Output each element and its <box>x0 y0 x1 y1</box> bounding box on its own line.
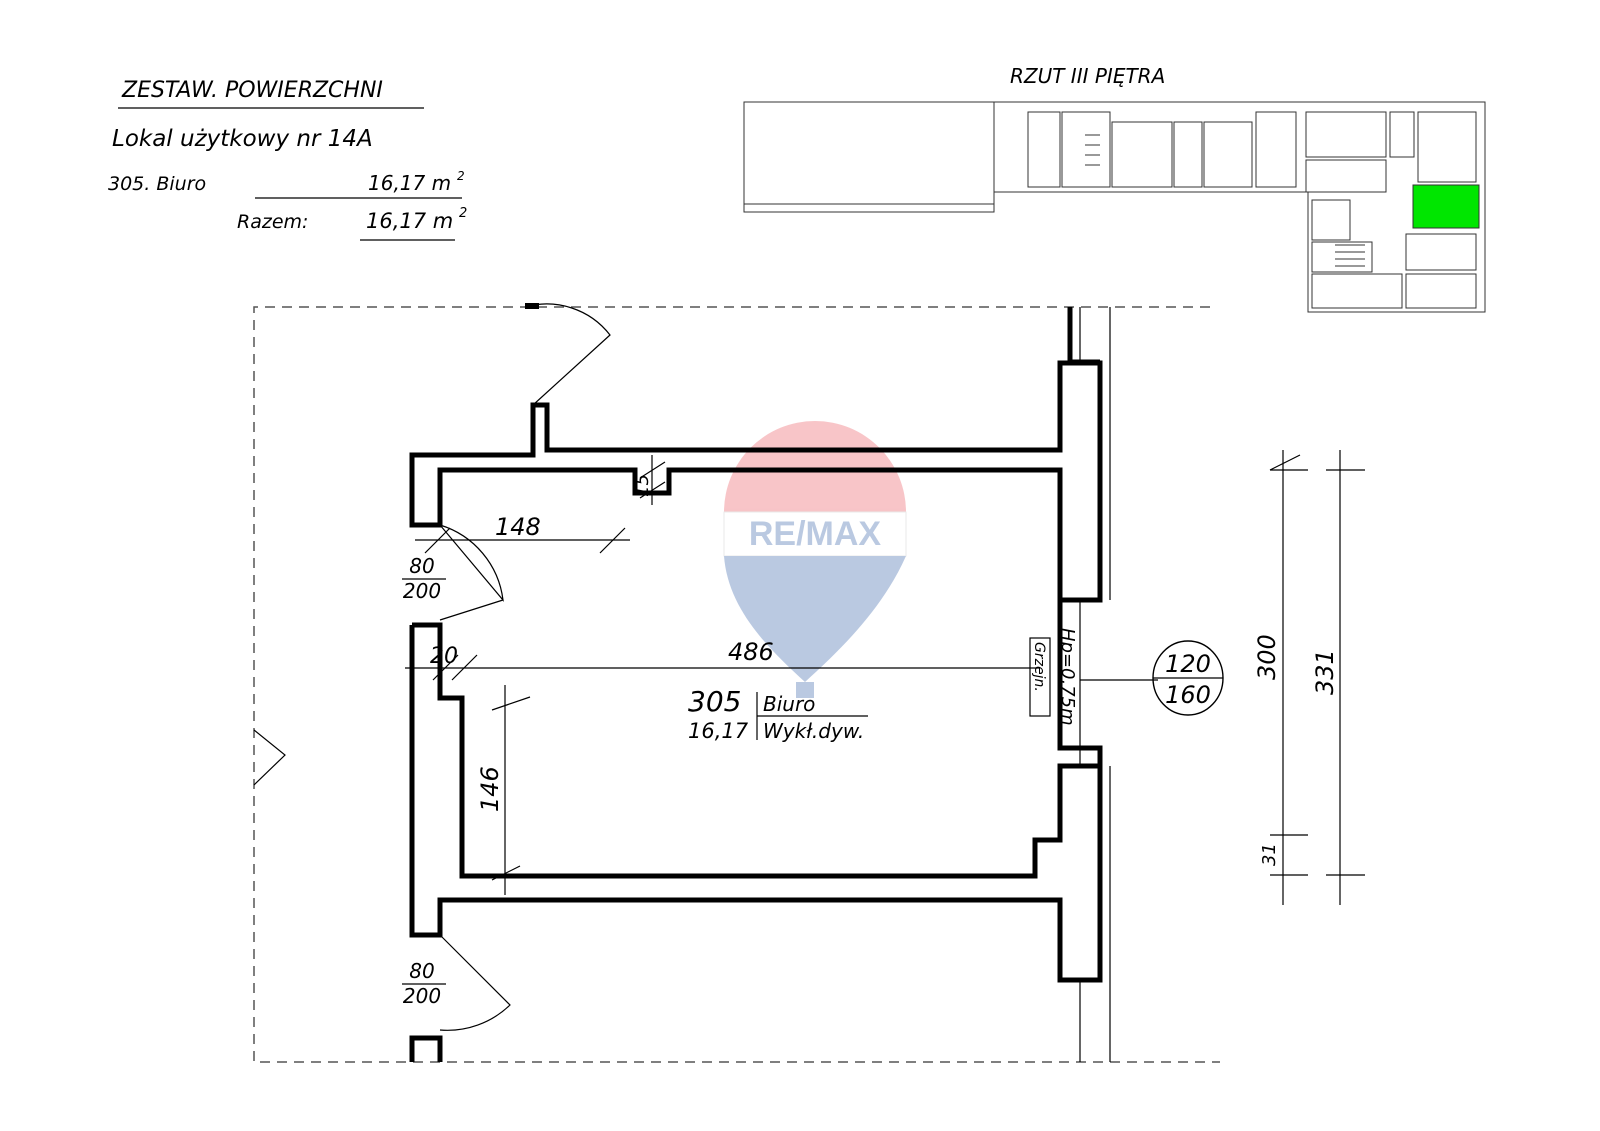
door-upper-height: 200 <box>403 579 441 603</box>
area-row-label: 305. Biuro <box>108 173 206 195</box>
dim-486-label: 486 <box>728 638 774 666</box>
walls <box>409 307 1111 1062</box>
room-number: 305 <box>688 685 741 718</box>
key-plan <box>743 101 1486 313</box>
summary-heading: ZESTAW. POWIERZCHNI <box>121 78 383 103</box>
area-row-sup: 2 <box>457 169 465 183</box>
room-label: 305 16,17 Biuro Wykł.dyw. <box>688 685 868 743</box>
dim-300-label: 300 <box>1253 634 1281 680</box>
area-total: Razem: 16,17 m 2 <box>237 206 467 241</box>
key-plan-wing-left <box>743 101 995 213</box>
area-row: 305. Biuro 16,17 m 2 <box>108 169 465 199</box>
dim-vertical: 300 331 31 <box>1253 450 1365 905</box>
radiator: Grzejn. <box>1029 637 1051 717</box>
watermark-brand: RE/MAX <box>749 515 882 553</box>
door-outer-left <box>253 729 286 786</box>
room-name: Biuro <box>763 692 815 716</box>
remax-watermark: RE/MAX <box>723 421 907 698</box>
unit-title: Lokal użytkowy nr 14A <box>112 126 373 152</box>
room-floor: Wykł.dyw. <box>763 719 864 743</box>
key-plan-title: RZUT III PIĘTRA <box>1010 64 1165 88</box>
area-row-value: 16,17 m <box>368 171 451 195</box>
window-marker: 120 160 Hp=0,75m <box>1057 628 1224 726</box>
door-top <box>524 303 611 406</box>
door-label-lower: 80 200 <box>402 959 446 1008</box>
room-area: 16,17 <box>688 719 749 743</box>
door-lower-height: 200 <box>403 984 441 1008</box>
door-lower-width: 80 <box>409 959 434 983</box>
door-bottom <box>439 934 511 1031</box>
dim-331-label: 331 <box>1311 649 1339 695</box>
total-value: 16,17 m <box>366 209 453 233</box>
dim-148-label: 148 <box>495 513 541 541</box>
window-sill: Hp=0,75m <box>1057 628 1078 726</box>
door-left <box>438 523 504 621</box>
dim-486: 486 20 <box>405 638 1040 681</box>
total-label: Razem: <box>237 211 308 233</box>
dim-20-label: 20 <box>430 644 458 669</box>
door-label-upper: 80 200 <box>402 554 446 603</box>
total-sup: 2 <box>459 206 467 221</box>
radiator-label: Grzejn. <box>1031 642 1047 692</box>
dim-15: 15 <box>632 455 666 505</box>
dim-31-label: 31 <box>1259 843 1280 866</box>
dim-148: 148 <box>415 513 630 554</box>
unit-outline <box>253 306 1220 1063</box>
key-plan-outline <box>993 101 1486 313</box>
dim-15-label: 15 <box>632 474 653 497</box>
window-height: 160 <box>1165 681 1211 709</box>
dim-146-label: 146 <box>476 766 504 812</box>
dim-146: 146 <box>476 685 531 895</box>
door-upper-width: 80 <box>409 554 434 578</box>
key-plan-highlight <box>1412 184 1480 229</box>
window-width: 120 <box>1165 650 1211 678</box>
